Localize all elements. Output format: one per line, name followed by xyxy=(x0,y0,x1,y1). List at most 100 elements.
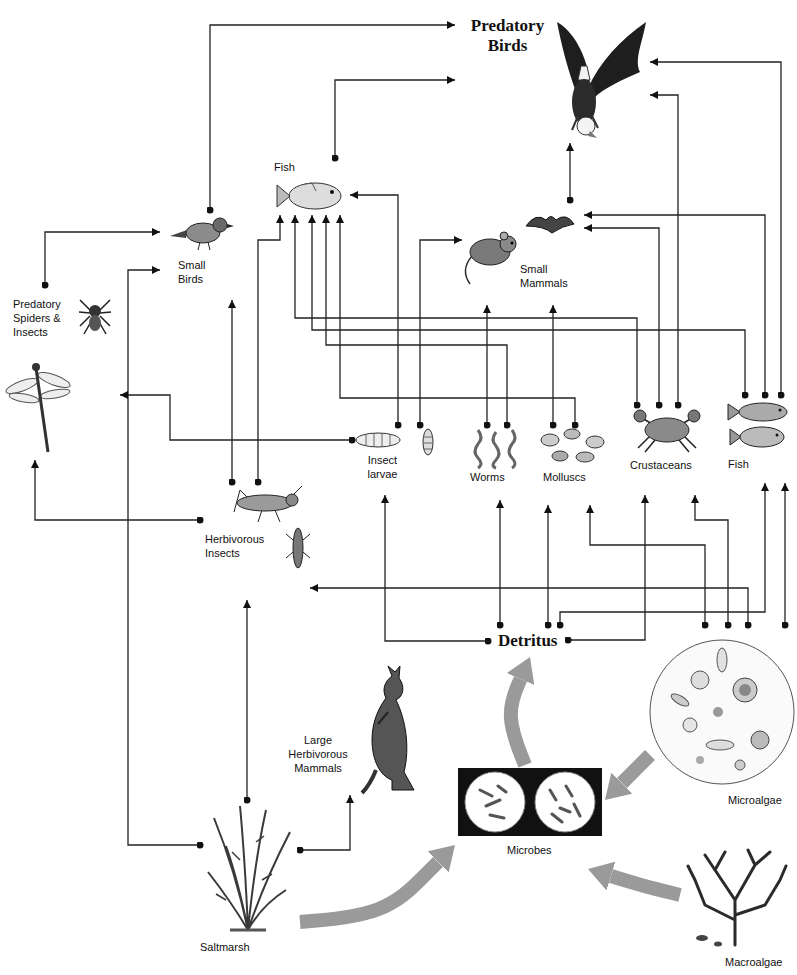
feeding-link xyxy=(120,395,352,440)
node-label: Herbivorous Insects xyxy=(205,532,277,560)
bat-illustration xyxy=(526,217,574,234)
small-bird-illustration xyxy=(170,218,234,250)
insect-illustration xyxy=(286,528,310,568)
dragonfly-illustration xyxy=(40,387,71,400)
feeding-link xyxy=(210,25,455,210)
microalgae-illustration xyxy=(691,671,709,689)
microbes-illustration xyxy=(458,768,602,836)
microalgae-illustration xyxy=(733,678,757,702)
feeding-link xyxy=(295,215,637,405)
larva-illustration xyxy=(356,433,400,447)
grasshopper-illustration xyxy=(234,486,302,522)
mollusc-illustration xyxy=(552,451,568,461)
feeding-link xyxy=(35,460,200,520)
organism-node: Molluscs xyxy=(535,425,613,505)
worm-illustration xyxy=(493,432,499,468)
eagle-illustration xyxy=(588,131,597,138)
worm-illustration xyxy=(509,430,515,468)
macroalgae-illustration xyxy=(688,850,786,945)
small-bird-illustration xyxy=(170,230,187,238)
mollusc-illustration xyxy=(586,436,604,448)
node-label: Microbes xyxy=(507,843,552,857)
larva-illustration xyxy=(366,433,390,447)
larva-illustration xyxy=(423,429,433,455)
microbes-illustration xyxy=(458,768,602,836)
feeding-link xyxy=(312,215,745,395)
rat-illustration xyxy=(511,242,514,245)
connectors xyxy=(35,25,785,922)
eagle-illustration xyxy=(588,22,646,98)
small-bird-illustration xyxy=(213,218,227,232)
larva-illustration xyxy=(356,429,433,455)
producer-node: Saltmarsh xyxy=(200,800,300,966)
fish-illustration xyxy=(305,183,316,191)
fish-illustration xyxy=(277,183,341,209)
small-bird-illustration xyxy=(227,224,234,228)
feeding-link xyxy=(584,215,765,395)
eagle-illustration xyxy=(577,117,595,135)
feeding-link xyxy=(231,300,232,482)
fish-illustration xyxy=(728,404,740,420)
node-label: Large Herbivorous Mammals xyxy=(282,733,354,775)
feeding-link xyxy=(568,495,645,640)
feeding-link xyxy=(569,143,570,200)
feeding-link xyxy=(560,483,765,625)
macroalgae-illustration xyxy=(714,942,722,947)
microalgae-illustration xyxy=(669,692,690,709)
node-label: Predatory Spiders & Insects xyxy=(13,297,75,339)
grasshopper-illustration xyxy=(294,486,302,494)
kangaroo-illustration xyxy=(378,712,388,724)
mollusc-illustration xyxy=(576,452,594,462)
dragonfly-illustration xyxy=(9,391,40,404)
fish-illustration xyxy=(330,190,334,194)
feeding-link xyxy=(335,80,455,158)
fish-illustration xyxy=(730,429,741,445)
rat-illustration xyxy=(500,232,508,240)
kangaroo-illustration xyxy=(362,666,414,793)
crab-illustration xyxy=(634,410,700,452)
microalgae-illustration xyxy=(650,640,794,784)
decomposition-arrow xyxy=(300,862,438,922)
microbes-illustration xyxy=(480,786,580,822)
saltmarsh-illustration xyxy=(208,806,290,930)
node-label: Molluscs xyxy=(543,470,586,484)
worm-illustration xyxy=(475,430,515,468)
node-label: Macroalgae xyxy=(725,955,782,969)
fish-illustration xyxy=(779,409,782,412)
crab-illustration xyxy=(688,410,700,422)
feeding-link xyxy=(590,505,705,625)
producer-node: Macroalgae xyxy=(680,845,790,975)
node-label: Fish xyxy=(274,160,295,174)
decomposition-arrow xyxy=(611,876,680,895)
fish-illustration xyxy=(277,185,290,207)
microalgae-illustration xyxy=(739,684,751,696)
organism-node: Worms xyxy=(465,425,525,500)
spider-illustration xyxy=(79,300,111,334)
crab-illustration xyxy=(638,418,696,452)
organism-node: Fish xyxy=(722,395,795,483)
saltmarsh-illustration xyxy=(230,929,266,932)
microalgae-illustration xyxy=(683,718,697,732)
larva-illustration xyxy=(423,437,433,449)
node-label: Microalgae xyxy=(728,793,782,807)
macroalgae-illustration xyxy=(688,850,786,947)
microalgae-illustration xyxy=(735,760,745,770)
microalgae-illustration xyxy=(696,756,704,764)
organism-node: Predatory Spiders & Insects xyxy=(5,285,120,460)
feeding-link xyxy=(300,795,350,850)
feeding-link xyxy=(326,215,507,425)
microalgae-illustration xyxy=(751,731,769,749)
node-label: Small Birds xyxy=(178,258,218,286)
crab-illustration xyxy=(634,410,646,422)
worm-illustration xyxy=(475,430,481,468)
organism-node: Small Mammals xyxy=(462,200,584,305)
feeding-link xyxy=(547,505,548,625)
macroalgae-illustration xyxy=(696,935,708,941)
organism-node: Crustaceans xyxy=(625,405,710,495)
feeding-link xyxy=(258,215,280,482)
organism-node: Microalgae xyxy=(650,625,795,819)
feeding-link xyxy=(552,305,553,425)
feeding-link xyxy=(784,483,785,625)
fish-illustration xyxy=(728,403,787,447)
